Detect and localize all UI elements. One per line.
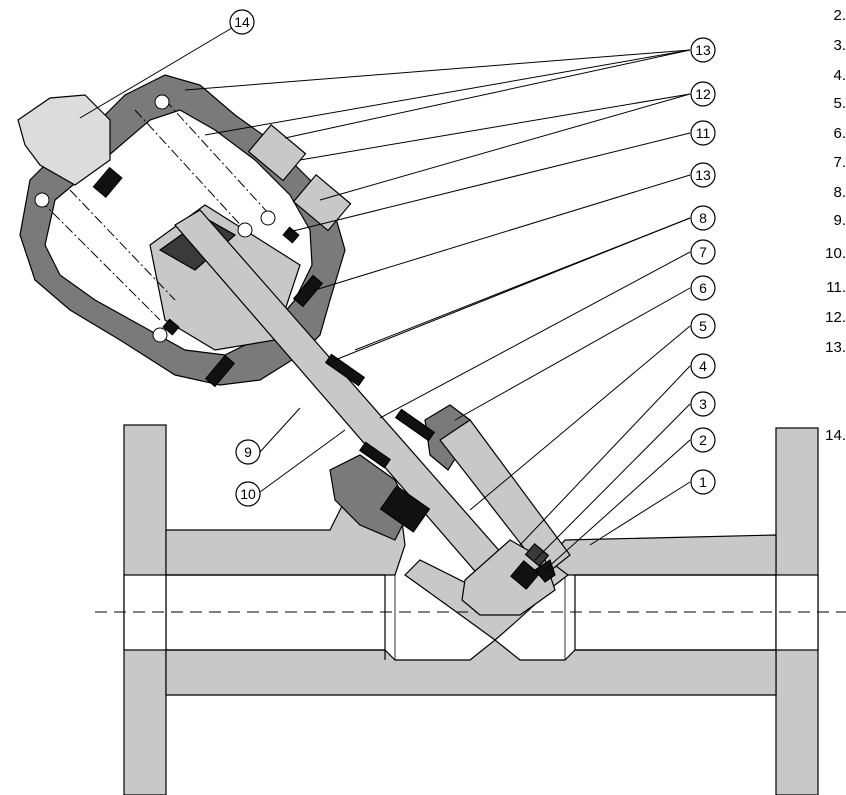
callout-label: 3: [699, 396, 707, 412]
callout-8: 8: [690, 205, 716, 231]
bonnet: [329, 404, 571, 576]
callout-13: 13: [690, 37, 716, 63]
callout-7: 7: [690, 239, 716, 265]
callout-9: 9: [235, 439, 261, 465]
body-top-wall-right: [547, 534, 777, 586]
bonnet-tube: [439, 419, 571, 576]
callout-circle: [690, 427, 716, 453]
callout-label: 11: [696, 125, 711, 141]
callout-4: 4: [690, 353, 716, 379]
callout-label: 6: [699, 280, 707, 296]
parts-list-number: 2.: [833, 7, 846, 24]
spring-left: [34, 189, 176, 343]
callout-circle: [690, 162, 716, 188]
callout-circle: [690, 353, 716, 379]
parts-list-number: 3.: [833, 37, 846, 54]
callout-circle: [690, 391, 716, 417]
parts-list-number: 13.: [825, 339, 846, 356]
stem: [174, 209, 556, 616]
parts-list-number: 10.: [825, 245, 846, 262]
parts-list-number: 8.: [833, 184, 846, 201]
spring-upper: [134, 94, 276, 238]
callout-3: 3: [690, 391, 716, 417]
parts-list: 2. 3. 4. 5. 6. 7. 8. 9. 10. 11. 12. 13. 14.: [825, 7, 846, 444]
callout-label: 13: [695, 42, 711, 58]
leader-lines: [79, 21, 691, 571]
parts-list-number: 4.: [833, 67, 846, 84]
callout-circle: [235, 481, 261, 507]
callout-12: 12: [690, 81, 716, 107]
callout-circle: [690, 469, 716, 495]
callout-14: 14: [229, 9, 255, 35]
port-upper: [247, 123, 307, 182]
parts-list-number: 5.: [833, 95, 846, 112]
callout-10: 10: [235, 481, 261, 507]
callout-circle: [690, 120, 716, 146]
parts-list-number: 11.: [826, 279, 846, 296]
callout-circle: [690, 239, 716, 265]
callout-1: 1: [690, 469, 716, 495]
parts-list-number: 6.: [833, 125, 846, 142]
callout-label: 8: [699, 210, 707, 226]
packing: [324, 353, 436, 533]
parts-list-number: 14.: [825, 427, 846, 444]
callout-label: 4: [699, 358, 707, 374]
parts-list-number: 7.: [833, 154, 846, 171]
callout-label: 9: [244, 444, 252, 460]
callout-6: 6: [690, 275, 716, 301]
callout-label: 14: [234, 14, 250, 30]
callout-label: 13: [695, 167, 711, 183]
port-lower: [292, 173, 352, 232]
indicator-cap: [17, 94, 111, 186]
valve-body: [123, 424, 819, 795]
callout-label: 10: [240, 486, 256, 502]
callout-5: 5: [690, 313, 716, 339]
callout-circle: [235, 439, 261, 465]
callout-circle: [690, 313, 716, 339]
callout-label: 5: [699, 318, 707, 334]
callout-circle: [690, 37, 716, 63]
callout-2: 2: [690, 427, 716, 453]
callout-circle: [690, 205, 716, 231]
callout-label: 1: [699, 474, 707, 490]
callout-circle: [229, 9, 255, 35]
callout-label: 12: [695, 86, 711, 102]
callouts: 14 13 12 11 13 8 7 6 5 4 3 2 1 9 10: [229, 9, 716, 507]
parts-list-number: 9.: [833, 212, 846, 229]
callout-label: 2: [699, 432, 707, 448]
callout-label: 7: [699, 244, 707, 260]
callout-circle: [690, 81, 716, 107]
body-bottom-wall: [165, 639, 777, 696]
callout-13: 13: [690, 162, 716, 188]
parts-list-number: 12.: [825, 309, 846, 326]
callout-circle: [690, 275, 716, 301]
callout-11: 11: [690, 120, 716, 146]
